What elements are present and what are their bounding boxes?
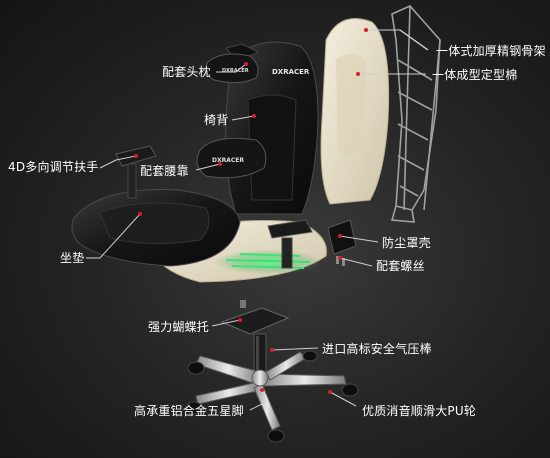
callout-headrest: 配套头枕 bbox=[162, 65, 211, 79]
callout-steel-frame: 一体式加厚精钢骨架 bbox=[436, 44, 546, 58]
lumbar-pillow: DXRACER bbox=[196, 137, 267, 179]
svg-text:DXRACER: DXRACER bbox=[222, 68, 249, 74]
leader-lines bbox=[86, 29, 429, 411]
molded-foam bbox=[320, 18, 390, 205]
armrest-right bbox=[267, 219, 313, 269]
callout-backrest: 椅背 bbox=[204, 113, 229, 127]
five-star-base bbox=[195, 351, 347, 431]
seat-springs bbox=[214, 250, 322, 274]
marker-dots bbox=[134, 28, 368, 394]
callout-dust-cover: 防尘罩壳 bbox=[382, 236, 431, 250]
callout-armrest: 4D多向调节扶手 bbox=[8, 160, 99, 174]
callout-base: 高承重铝合金五星脚 bbox=[134, 404, 244, 418]
butterfly-mechanism bbox=[220, 300, 290, 335]
callout-seat: 坐垫 bbox=[60, 251, 85, 265]
casters bbox=[185, 350, 359, 443]
dust-cover bbox=[327, 219, 357, 255]
steel-frame bbox=[390, 5, 441, 223]
svg-text:DXRACER: DXRACER bbox=[212, 157, 244, 164]
seat-cushion bbox=[71, 189, 241, 267]
callout-casters: 优质消音顺滑大PU轮 bbox=[362, 404, 477, 418]
callout-molded-foam: 一体成型定型棉 bbox=[432, 68, 518, 82]
headrest-pillow: DXRACER bbox=[205, 53, 259, 84]
callout-screws: 配套螺丝 bbox=[376, 259, 425, 273]
callout-gas-lift: 进口高标安全气压棒 bbox=[322, 342, 432, 356]
callout-lumbar: 配套腰靠 bbox=[140, 164, 189, 178]
screws bbox=[336, 256, 345, 266]
gas-lift bbox=[253, 333, 267, 375]
callout-butterfly-mechanism: 强力蝴蝶托 bbox=[148, 320, 210, 334]
brand-logo-backrest: DXRACER bbox=[272, 68, 310, 76]
